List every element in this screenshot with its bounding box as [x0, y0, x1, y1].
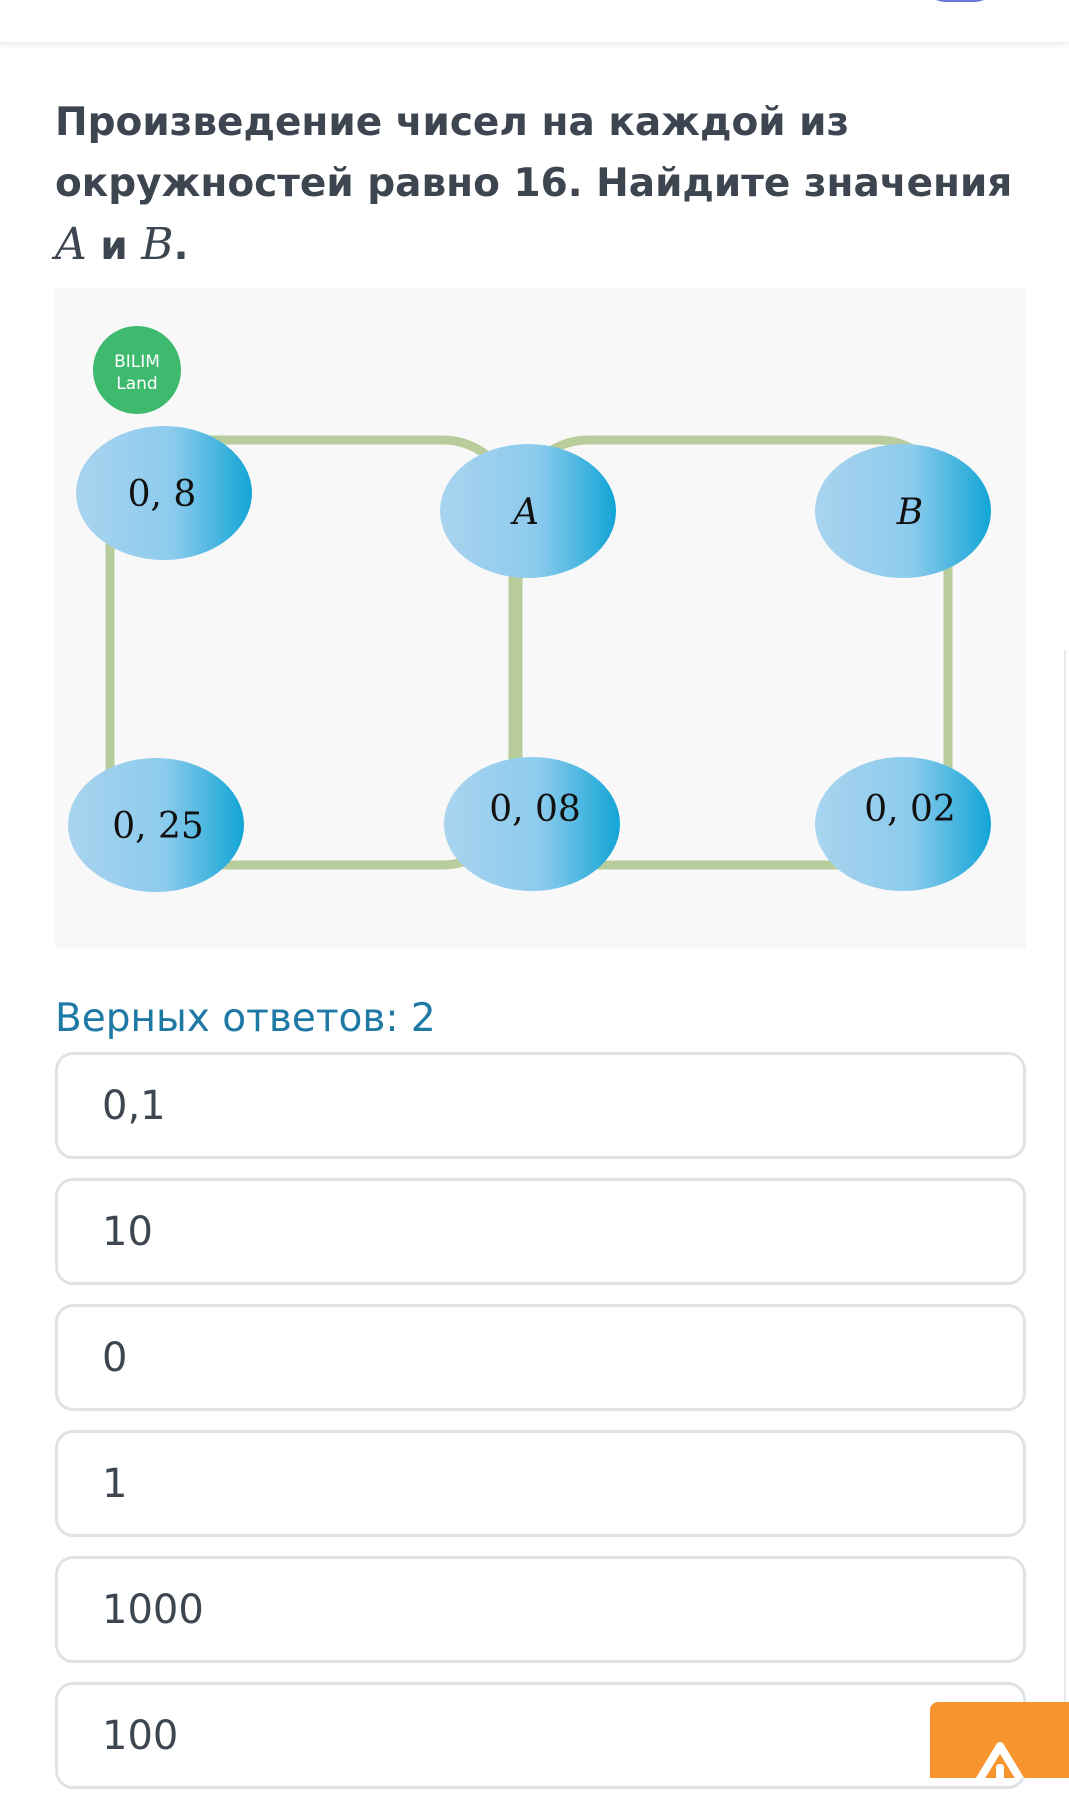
- right-circle-loop: [513, 435, 953, 870]
- logo: BILIM Land: [93, 326, 181, 414]
- logo-text-line2: Land: [116, 374, 157, 394]
- node-label-bottom-right: 0, 02: [864, 789, 956, 830]
- question-text: Произведение чисел на каждой из окружнос…: [55, 92, 1035, 277]
- correct-answers-count: Верных ответов: 2: [55, 996, 436, 1041]
- avatar[interactable]: [925, 0, 995, 2]
- answer-option[interactable]: 1000: [55, 1556, 1026, 1663]
- logo-text-line1: BILIM: [114, 352, 160, 372]
- report-button[interactable]: [930, 1702, 1069, 1778]
- answer-option[interactable]: 1: [55, 1430, 1026, 1537]
- node-top-right: B: [815, 444, 991, 578]
- answer-option-label: 1: [102, 1460, 128, 1507]
- node-bottom-left: 0, 25: [68, 758, 244, 892]
- circles-figure: BILIM Land 0, 8 A B 0, 25 0, 08 0, 02: [55, 288, 1026, 948]
- variable-a: A: [55, 219, 87, 270]
- top-bar: [0, 0, 1069, 43]
- node-label-bottom-mid: 0, 08: [489, 789, 581, 830]
- question-conjunction: и: [86, 224, 142, 269]
- answer-option-label: 0,1: [102, 1082, 166, 1129]
- answer-option[interactable]: 0: [55, 1304, 1026, 1411]
- question-prompt: Произведение чисел на каждой из окружнос…: [55, 100, 1013, 206]
- answer-option[interactable]: 10: [55, 1178, 1026, 1285]
- node-bottom-mid: 0, 08: [444, 757, 620, 891]
- node-top-mid: A: [440, 444, 616, 578]
- answer-option[interactable]: 0,1: [55, 1052, 1026, 1159]
- variable-b: B: [141, 219, 174, 270]
- node-label-a: A: [510, 492, 539, 533]
- answer-option-label: 1000: [102, 1586, 204, 1633]
- warning-icon: [975, 1742, 1025, 1778]
- node-label-b: B: [896, 492, 923, 533]
- node-label-bottom-left: 0, 25: [112, 806, 204, 847]
- left-circle-loop: [105, 435, 518, 870]
- answer-option[interactable]: 100: [55, 1682, 1026, 1789]
- circles-diagram: BILIM Land 0, 8 A B 0, 25 0, 08 0, 02: [68, 326, 991, 892]
- question-end: .: [173, 224, 189, 269]
- node-top-left: 0, 8: [76, 426, 252, 560]
- node-bottom-right: 0, 02: [815, 757, 991, 891]
- node-label-top-left: 0, 8: [128, 474, 197, 515]
- answer-option-label: 0: [102, 1334, 128, 1381]
- answer-option-label: 10: [102, 1208, 153, 1255]
- answer-option-label: 100: [102, 1712, 179, 1759]
- answer-options: 0,1 10 0 1 1000 100: [55, 1052, 1026, 1808]
- scroll-edge: [1064, 650, 1066, 1710]
